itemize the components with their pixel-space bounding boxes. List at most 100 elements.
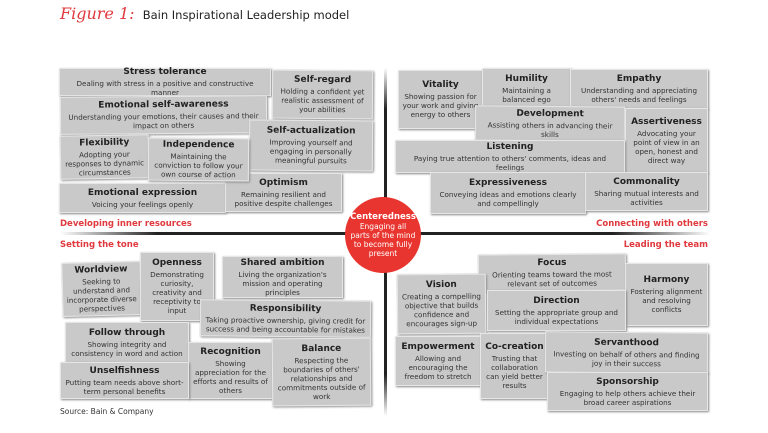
competency-title: Independence [162,139,235,151]
competency-description: Showing passion for your work and giving… [402,92,479,119]
competency-description: Taking proactive ownership, giving credi… [205,314,366,335]
centeredness-circle: Centeredness Engaging all parts of the m… [345,197,421,273]
competency-title: Stress tolerance [123,67,207,77]
competency-title: Empowerment [401,341,475,352]
competency-description: Showing appreciation for the efforts and… [193,358,268,395]
competency-description: Remaining resilient and positive despite… [234,189,333,208]
competency-title: Self-actualization [266,125,356,137]
competency-title: Direction [533,295,580,306]
competency-title: Expressiveness [469,178,547,188]
figure-title: Figure 1: Bain Inspirational Leadership … [60,4,349,23]
center-title: Centeredness [350,212,416,222]
quadrant-label-setting-the-tone: Setting the tone [60,240,139,250]
competency-title: Focus [537,257,567,268]
competency-title: Harmony [643,275,690,285]
competency-title: Development [516,108,584,119]
competency-title: Optimism [259,177,308,188]
competency-title: Worldview [74,264,128,276]
competency-description: Understanding and appreciating others' n… [580,86,698,104]
competency-description: Trusting that collaboration can yield be… [486,354,543,390]
competency-description: Allowing and encouraging the freedom to … [404,353,472,381]
competency-title: Emotional self-awareness [98,99,229,111]
competency-title: Balance [301,343,342,354]
competency-description: Paying true attention to others' comment… [413,153,607,172]
competency-description: Dealing with stress in a positive and co… [76,79,254,97]
competency-title: Follow through [88,327,166,338]
competency-description: Adopting your responses to dynamic circu… [65,149,145,177]
competency-description: Conveying ideas and emotions clearly and… [439,190,577,208]
competency-description: Showing integrity and consistency in wor… [71,339,183,358]
competency-description: Creating a compelling objective that bui… [401,291,481,329]
competency-title: Vision [425,279,457,291]
competency-description: Demonstrating curiosity, creativity and … [150,270,204,315]
competency-title: Listening [486,141,534,152]
competency-title: Commonality [613,176,680,187]
competency-title: Sponsorship [596,376,659,387]
competency-title: Shared ambition [240,257,325,268]
source-note: Source: Bain & Company [60,407,154,416]
competency-title: Flexibility [79,137,130,148]
competency-description: Voicing your feelings openly [91,199,194,209]
competency-title: Vitality [422,80,459,90]
competency-title: Empathy [616,74,662,84]
quadrant-label-developing-inner-resources: Developing inner resources [60,219,192,229]
competency-description: Fostering alignment and resolving confli… [630,287,703,314]
competency-title: Co-creation [485,342,544,352]
competency-title: Openness [152,258,202,268]
competency-description: Orienting teams toward the most relevant… [492,268,612,288]
competency-description: Advocating your point of view in an open… [633,128,700,165]
competency-description: Living the organization's mission and op… [238,269,327,297]
competency-title: Responsibility [249,303,322,314]
competency-description: Engaging to help others achieve their br… [559,388,696,407]
figure-label: Figure 1: [60,4,135,23]
quadrant-label-connecting-with-others: Connecting with others [596,219,708,229]
competency-description: Putting team needs above short-term pers… [65,377,184,396]
competency-title: Self-regard [294,74,352,86]
competency-description: Respecting the boundaries of others' rel… [277,355,366,401]
competency-title: Unselfishness [89,365,160,376]
center-description: Engaging all parts of the mind to become… [350,222,416,258]
competency-title: Emotional expression [87,187,198,198]
competency-description: Maintaining a balanced ego [502,85,551,104]
competency-title: Recognition [200,346,261,357]
competency-description: Setting the appropriate group and indivi… [495,307,618,326]
competency-description: Holding a confident yet realistic assess… [280,86,365,115]
competency-description: Improving yourself and engaging in perso… [269,137,353,166]
competency-title: Assertiveness [631,116,702,127]
competency-description: Maintaining the conviction to follow you… [154,151,243,180]
competency-description: Assisting others in advancing their skil… [487,119,613,139]
competency-title: Humility [505,73,548,84]
competency-description: Sharing mutual interests and activities [594,188,699,207]
quadrant-label-leading-the-team: Leading the team [623,240,708,250]
competency-description: Seeking to understand and incorporate di… [66,276,137,314]
competency-title: Servanthood [594,337,660,348]
competency-description: Investing on behalf of others and findin… [553,348,700,368]
